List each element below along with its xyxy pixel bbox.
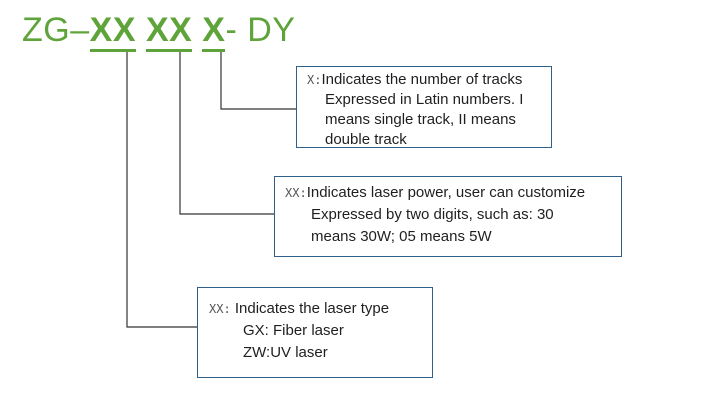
power-info-box: XX:Indicates laser power, user can custo… (274, 176, 622, 257)
type-line-2: GX: Fiber laser (243, 322, 344, 339)
type-info-box: XX: Indicates the laser type GX: Fiber l… (197, 287, 433, 378)
tracks-info-box: X:Indicates the number of tracks Express… (296, 66, 552, 148)
power-line-3: means 30W; 05 means 5W (311, 228, 492, 245)
code-suffix: - DY (225, 11, 296, 49)
type-line-3: ZW:UV laser (243, 344, 328, 361)
tracks-line-1: Indicates the number of tracks (321, 71, 523, 88)
code-prefix: ZG (22, 11, 71, 49)
type-line-1: Indicates the laser type (234, 300, 390, 317)
tracks-line-2: Expressed in Latin numbers. I (325, 91, 524, 108)
power-key: XX: (285, 186, 307, 200)
power-line-2: Expressed by two digits, such as: 30 (311, 206, 554, 223)
model-code: ZG – XX XX X - DY (22, 8, 295, 52)
connector-type (126, 52, 197, 328)
type-key: XX: (209, 302, 231, 316)
code-dash: – (70, 11, 90, 49)
tracks-line-3: means single track, II means (325, 111, 516, 128)
code-segment-type: XX (89, 11, 136, 52)
code-segment-tracks: X (202, 11, 226, 52)
connector-power (179, 52, 274, 215)
tracks-line-4: double track (325, 131, 407, 148)
tracks-key: X: (307, 73, 322, 87)
power-line-1: Indicates laser power, user can customiz… (306, 184, 586, 201)
code-segment-power: XX (145, 11, 193, 52)
connector-tracks (220, 52, 296, 110)
